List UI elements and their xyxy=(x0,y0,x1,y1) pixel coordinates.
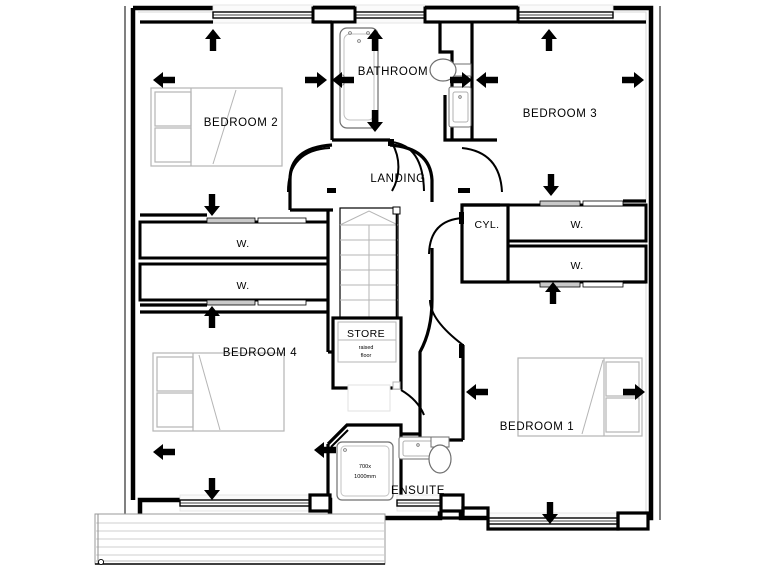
door-cylinder-cupboard[interactable] xyxy=(428,217,464,255)
shower-ensuite-fixture xyxy=(336,441,394,501)
shower-dimension-line-1: 700x xyxy=(359,464,371,470)
arrow-bed3-west xyxy=(476,72,498,88)
arrow-bed1-west xyxy=(466,384,488,400)
room-label-bedroom-3: BEDROOM 3 xyxy=(523,108,597,120)
wardrobe-right-wall-returns xyxy=(623,199,646,284)
room-label-wardrobe-left-top: W. xyxy=(236,238,249,250)
cylinder-cupboard xyxy=(460,203,510,284)
window-bed3-north xyxy=(517,4,614,24)
wardrobe-left-shaft xyxy=(140,210,330,352)
arrow-wardrobe-right-top xyxy=(543,174,559,196)
wardrobe-right-doors[interactable] xyxy=(539,200,624,288)
wardrobe-left-bottom xyxy=(138,262,330,302)
bed-bedroom-1 xyxy=(517,357,643,437)
porch-canopy xyxy=(94,513,386,566)
room-label-bedroom-4: BEDROOM 4 xyxy=(223,347,297,359)
arrow-bed3-east xyxy=(622,72,644,88)
store-cupboard xyxy=(331,316,403,412)
shower-dimension-line-2: 1000mm xyxy=(354,474,376,480)
arrow-bed4-west xyxy=(153,444,175,460)
arrow-bed2-east xyxy=(305,72,327,88)
window-ensuite-south xyxy=(396,494,442,512)
store-raised-floor-line-1: raised xyxy=(359,345,374,351)
bathroom-wc-recess xyxy=(443,95,452,142)
room-label-wardrobe-right-bottom: W. xyxy=(570,260,583,272)
room-label-wardrobe-right-top: W. xyxy=(570,219,583,231)
door-bedroom-1[interactable] xyxy=(429,299,464,346)
door-bedroom-3[interactable] xyxy=(461,147,503,193)
north-wall-pier-boxes xyxy=(311,6,520,24)
arrow-wardrobe-left-top xyxy=(204,194,220,216)
room-label-bathroom: BATHROOM xyxy=(358,66,428,78)
plot-boundary xyxy=(124,6,661,520)
room-label-cyl: CYL. xyxy=(475,219,500,231)
bed-bedroom-2 xyxy=(150,87,283,167)
basin-ensuite-fixture xyxy=(398,436,438,460)
wardrobe-left-doors[interactable] xyxy=(206,217,307,306)
room-labels-layer: BEDROOM 2 BATHROOM BEDROOM 3 LANDING CYL… xyxy=(204,66,597,497)
door-bathroom[interactable] xyxy=(390,141,425,192)
room-label-wardrobe-left-bottom: W. xyxy=(236,280,249,292)
room-label-store: STORE xyxy=(347,328,385,340)
wardrobe-left-top xyxy=(138,220,330,260)
store-raised-floor-line-2: floor xyxy=(361,353,372,359)
room-label-bedroom-1: BEDROOM 1 xyxy=(500,421,574,433)
arrow-bed3-north xyxy=(541,29,557,51)
annotations-layer: raised floor 700x 1000mm xyxy=(354,345,376,480)
room-label-landing: LANDING xyxy=(370,173,425,185)
door-store[interactable] xyxy=(400,389,425,416)
room-label-ensuite: ENSUITE xyxy=(391,485,445,497)
window-bed2-north xyxy=(212,4,314,24)
window-bed4-south xyxy=(179,494,311,512)
window-bathroom-north xyxy=(354,4,426,24)
ensuite-partition xyxy=(330,429,349,448)
arrow-bed2-north xyxy=(205,29,221,51)
wc-bathroom-fixture xyxy=(429,58,472,82)
bed-bedroom-4 xyxy=(152,352,285,432)
room-label-bedroom-2: BEDROOM 2 xyxy=(204,117,278,129)
arrow-bed2-west xyxy=(153,72,175,88)
basin-bathroom-fixture xyxy=(448,86,472,128)
wc-ensuite-fixture xyxy=(428,436,452,474)
staircase xyxy=(339,206,401,319)
arrow-wardrobe-left-bottom xyxy=(204,306,220,328)
stepped-wall-bottom xyxy=(439,506,620,531)
door-bedroom-2[interactable] xyxy=(287,147,331,193)
